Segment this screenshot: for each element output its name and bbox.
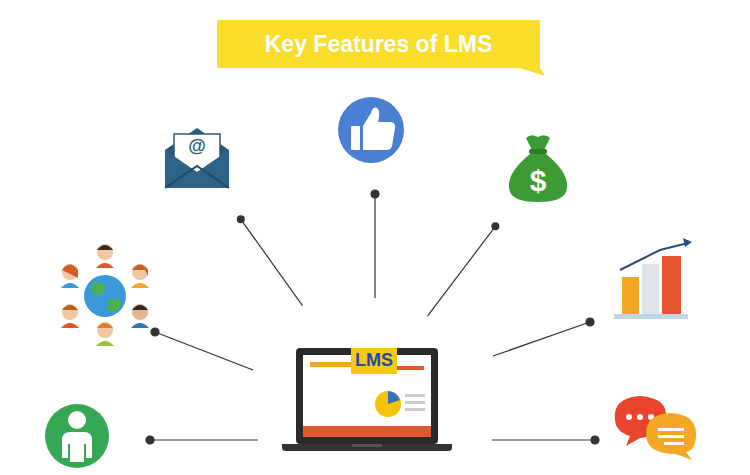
banner-tail <box>520 68 545 76</box>
node-label: $ <box>530 164 547 197</box>
title-banner: Key Features of LMS <box>217 20 540 68</box>
laptop-screen-node: LMS <box>296 348 438 444</box>
connector <box>427 222 499 316</box>
node-label: LMS <box>351 348 397 374</box>
bar-chart-icon <box>614 238 692 319</box>
envelope-node: @ <box>163 126 231 190</box>
connector <box>237 215 303 305</box>
laptop-icon <box>282 348 452 451</box>
leader-lines <box>146 190 599 444</box>
person-icon <box>45 404 109 468</box>
chat-icon <box>615 396 696 460</box>
thumbs-up-icon <box>338 97 404 163</box>
money-bag-icon <box>509 135 567 202</box>
people-globe-icon <box>61 244 149 346</box>
node-label: @ <box>183 135 211 159</box>
connector-dot <box>237 215 245 223</box>
connector-line <box>427 226 495 316</box>
connector-line <box>241 219 303 305</box>
title: Key Features of LMS <box>265 31 493 58</box>
envelope-icon <box>165 128 229 188</box>
money-bag-node: $ <box>508 136 568 204</box>
connector-dot <box>491 222 499 230</box>
